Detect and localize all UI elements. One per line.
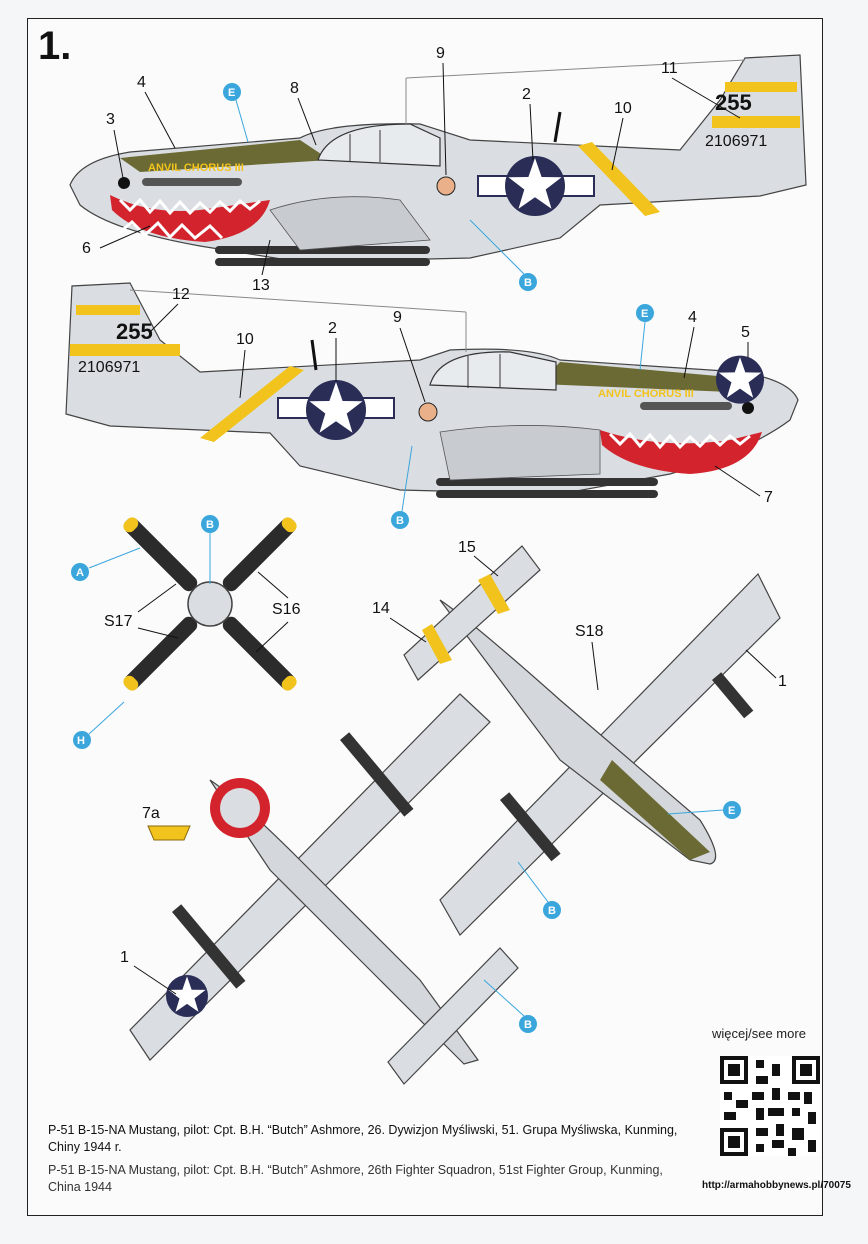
- callout-15: 15: [458, 539, 476, 556]
- callout-10: 10: [614, 100, 632, 117]
- qr-code-icon[interactable]: [720, 1056, 820, 1156]
- url-link[interactable]: http://armahobbynews.pl/70075: [702, 1180, 851, 1191]
- callout-8: 8: [290, 80, 299, 97]
- callout-7a: 7a: [142, 805, 160, 822]
- anti-glare-panel: [120, 140, 330, 172]
- caption-english: P-51 B-15-NA Mustang, pilot: Cpt. B.H. “…: [48, 1163, 663, 1194]
- callout-1-bottom: 1: [120, 949, 129, 966]
- badge-B-top: B: [524, 277, 532, 289]
- callout-9b: 9: [393, 309, 402, 326]
- nose-art-text: ANVIL CHORUS III: [148, 162, 244, 174]
- tail-serial-right: 2106971: [78, 359, 140, 376]
- side-view-left: ANVIL CHORUS III 255 2106971: [69, 54, 807, 266]
- callout-10b: 10: [236, 331, 254, 348]
- callout-s18: S18: [575, 623, 604, 640]
- side-view-right: ANVIL CHORUS III 255 2106971: [65, 282, 799, 498]
- canopy: [317, 123, 441, 167]
- callout-7: 7: [764, 489, 773, 506]
- callout-4: 4: [137, 74, 146, 91]
- callout-1-top: 1: [778, 673, 787, 690]
- callout-5: 5: [741, 324, 750, 341]
- exhaust-stacks: [142, 178, 242, 186]
- bottom-view: 7a 1 B: [120, 693, 537, 1085]
- see-more-label: więcej/see more: [712, 1026, 806, 1041]
- callout-2: 2: [522, 86, 531, 103]
- propeller: S17 S16 A B H: [71, 515, 301, 749]
- fuselage-band: [578, 142, 660, 216]
- tail-number: 255: [715, 90, 752, 115]
- caption-polish: P-51 B-15-NA Mustang, pilot: Cpt. B.H. “…: [48, 1123, 678, 1154]
- callout-2b: 2: [328, 320, 337, 337]
- callout-14: 14: [372, 600, 390, 617]
- shark-eye: [118, 177, 130, 189]
- badge-H: H: [77, 735, 85, 747]
- badge-A: A: [76, 567, 84, 579]
- callouts-middle: 12 10 2 9 4 5 7 E B: [149, 286, 773, 529]
- callout-6: 6: [82, 240, 91, 257]
- top-view: S18 15 14 1 E B: [372, 355, 787, 936]
- callouts-top: 4 3 8 9 2 10 11 6 13 E B: [82, 45, 741, 294]
- badge-E-top: E: [228, 87, 235, 99]
- sheet-number: 1.: [38, 24, 72, 68]
- callout-12: 12: [172, 286, 190, 303]
- badge-B-mid: B: [396, 515, 404, 527]
- badge-B-prop: B: [206, 519, 214, 531]
- callout-3: 3: [106, 111, 115, 128]
- badge-B-topview: B: [548, 905, 556, 917]
- badge-B-bottom: B: [524, 1019, 532, 1031]
- callout-4b: 4: [688, 309, 697, 326]
- nose-art-text-right: ANVIL CHORUS III: [598, 388, 694, 400]
- tail-stripe: [712, 116, 800, 128]
- callout-13: 13: [252, 277, 270, 294]
- callout-s17: S17: [104, 613, 133, 630]
- badge-E-topview: E: [728, 805, 735, 817]
- rocket-tube: [215, 246, 430, 254]
- callout-11: 11: [661, 60, 678, 77]
- callout-s16: S16: [272, 601, 301, 618]
- star-insignia: [505, 156, 565, 216]
- tail-serial: 2106971: [705, 133, 767, 150]
- badge-E-mid: E: [641, 308, 648, 320]
- callout-9: 9: [436, 45, 445, 62]
- tail-number-right: 255: [116, 319, 153, 344]
